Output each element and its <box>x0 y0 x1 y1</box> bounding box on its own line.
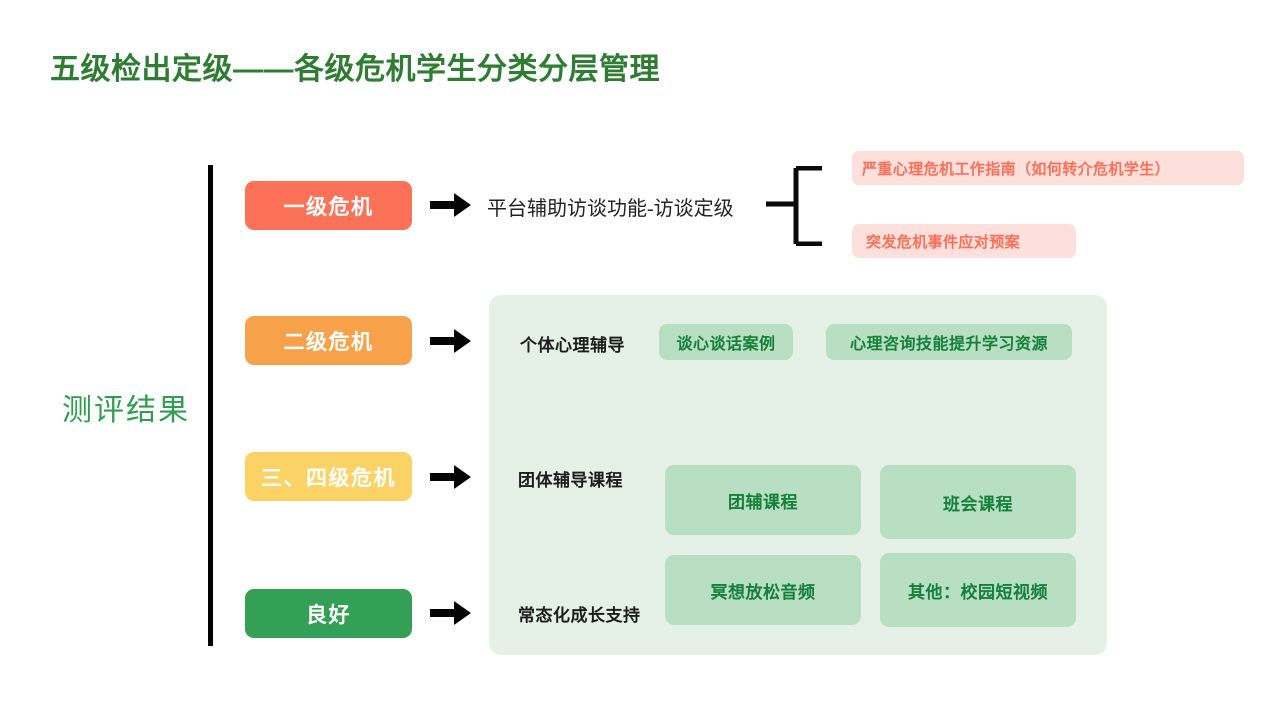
panel-row-label-individual-counseling: 个体心理辅导 <box>520 336 625 355</box>
panel-row-label-group-courses: 团体辅导课程 <box>518 471 623 490</box>
resource-card-meditation-audio[interactable]: 冥想放松音频 <box>665 555 861 625</box>
level-badge-level34[interactable]: 三、四级危机 <box>245 452 412 501</box>
vertical-axis-rule <box>208 165 213 646</box>
resource-chip-emergency-plan[interactable]: 突发危机事件应对预案 <box>852 224 1076 258</box>
arrow-right-icon <box>430 462 472 492</box>
page-title: 五级检出定级——各级危机学生分类分层管理 <box>50 53 660 86</box>
resource-card-class-meeting-course[interactable]: 班会课程 <box>880 465 1076 539</box>
arrow-right-icon <box>430 190 472 220</box>
resource-chip-talk-cases[interactable]: 谈心谈话案例 <box>659 324 793 360</box>
level-badge-level1[interactable]: 一级危机 <box>245 181 412 230</box>
resource-card-group-course[interactable]: 团辅课程 <box>665 465 861 535</box>
interview-function-label: 平台辅助访谈功能-访谈定级 <box>487 198 734 220</box>
arrow-right-icon <box>430 598 472 628</box>
panel-row-label-growth-support: 常态化成长支持 <box>518 606 641 625</box>
arrow-right-icon <box>430 326 472 356</box>
resource-card-campus-short-video[interactable]: 其他：校园短视频 <box>880 553 1076 627</box>
resource-chip-crisis-guide[interactable]: 严重心理危机工作指南（如何转介危机学生） <box>852 151 1244 185</box>
bracket-connector-icon <box>766 165 824 247</box>
level-badge-good[interactable]: 良好 <box>245 589 412 638</box>
resource-chip-counseling-skills[interactable]: 心理咨询技能提升学习资源 <box>826 324 1072 360</box>
assessment-result-axis-label: 测评结果 <box>62 394 190 427</box>
level-badge-level2[interactable]: 二级危机 <box>245 316 412 365</box>
